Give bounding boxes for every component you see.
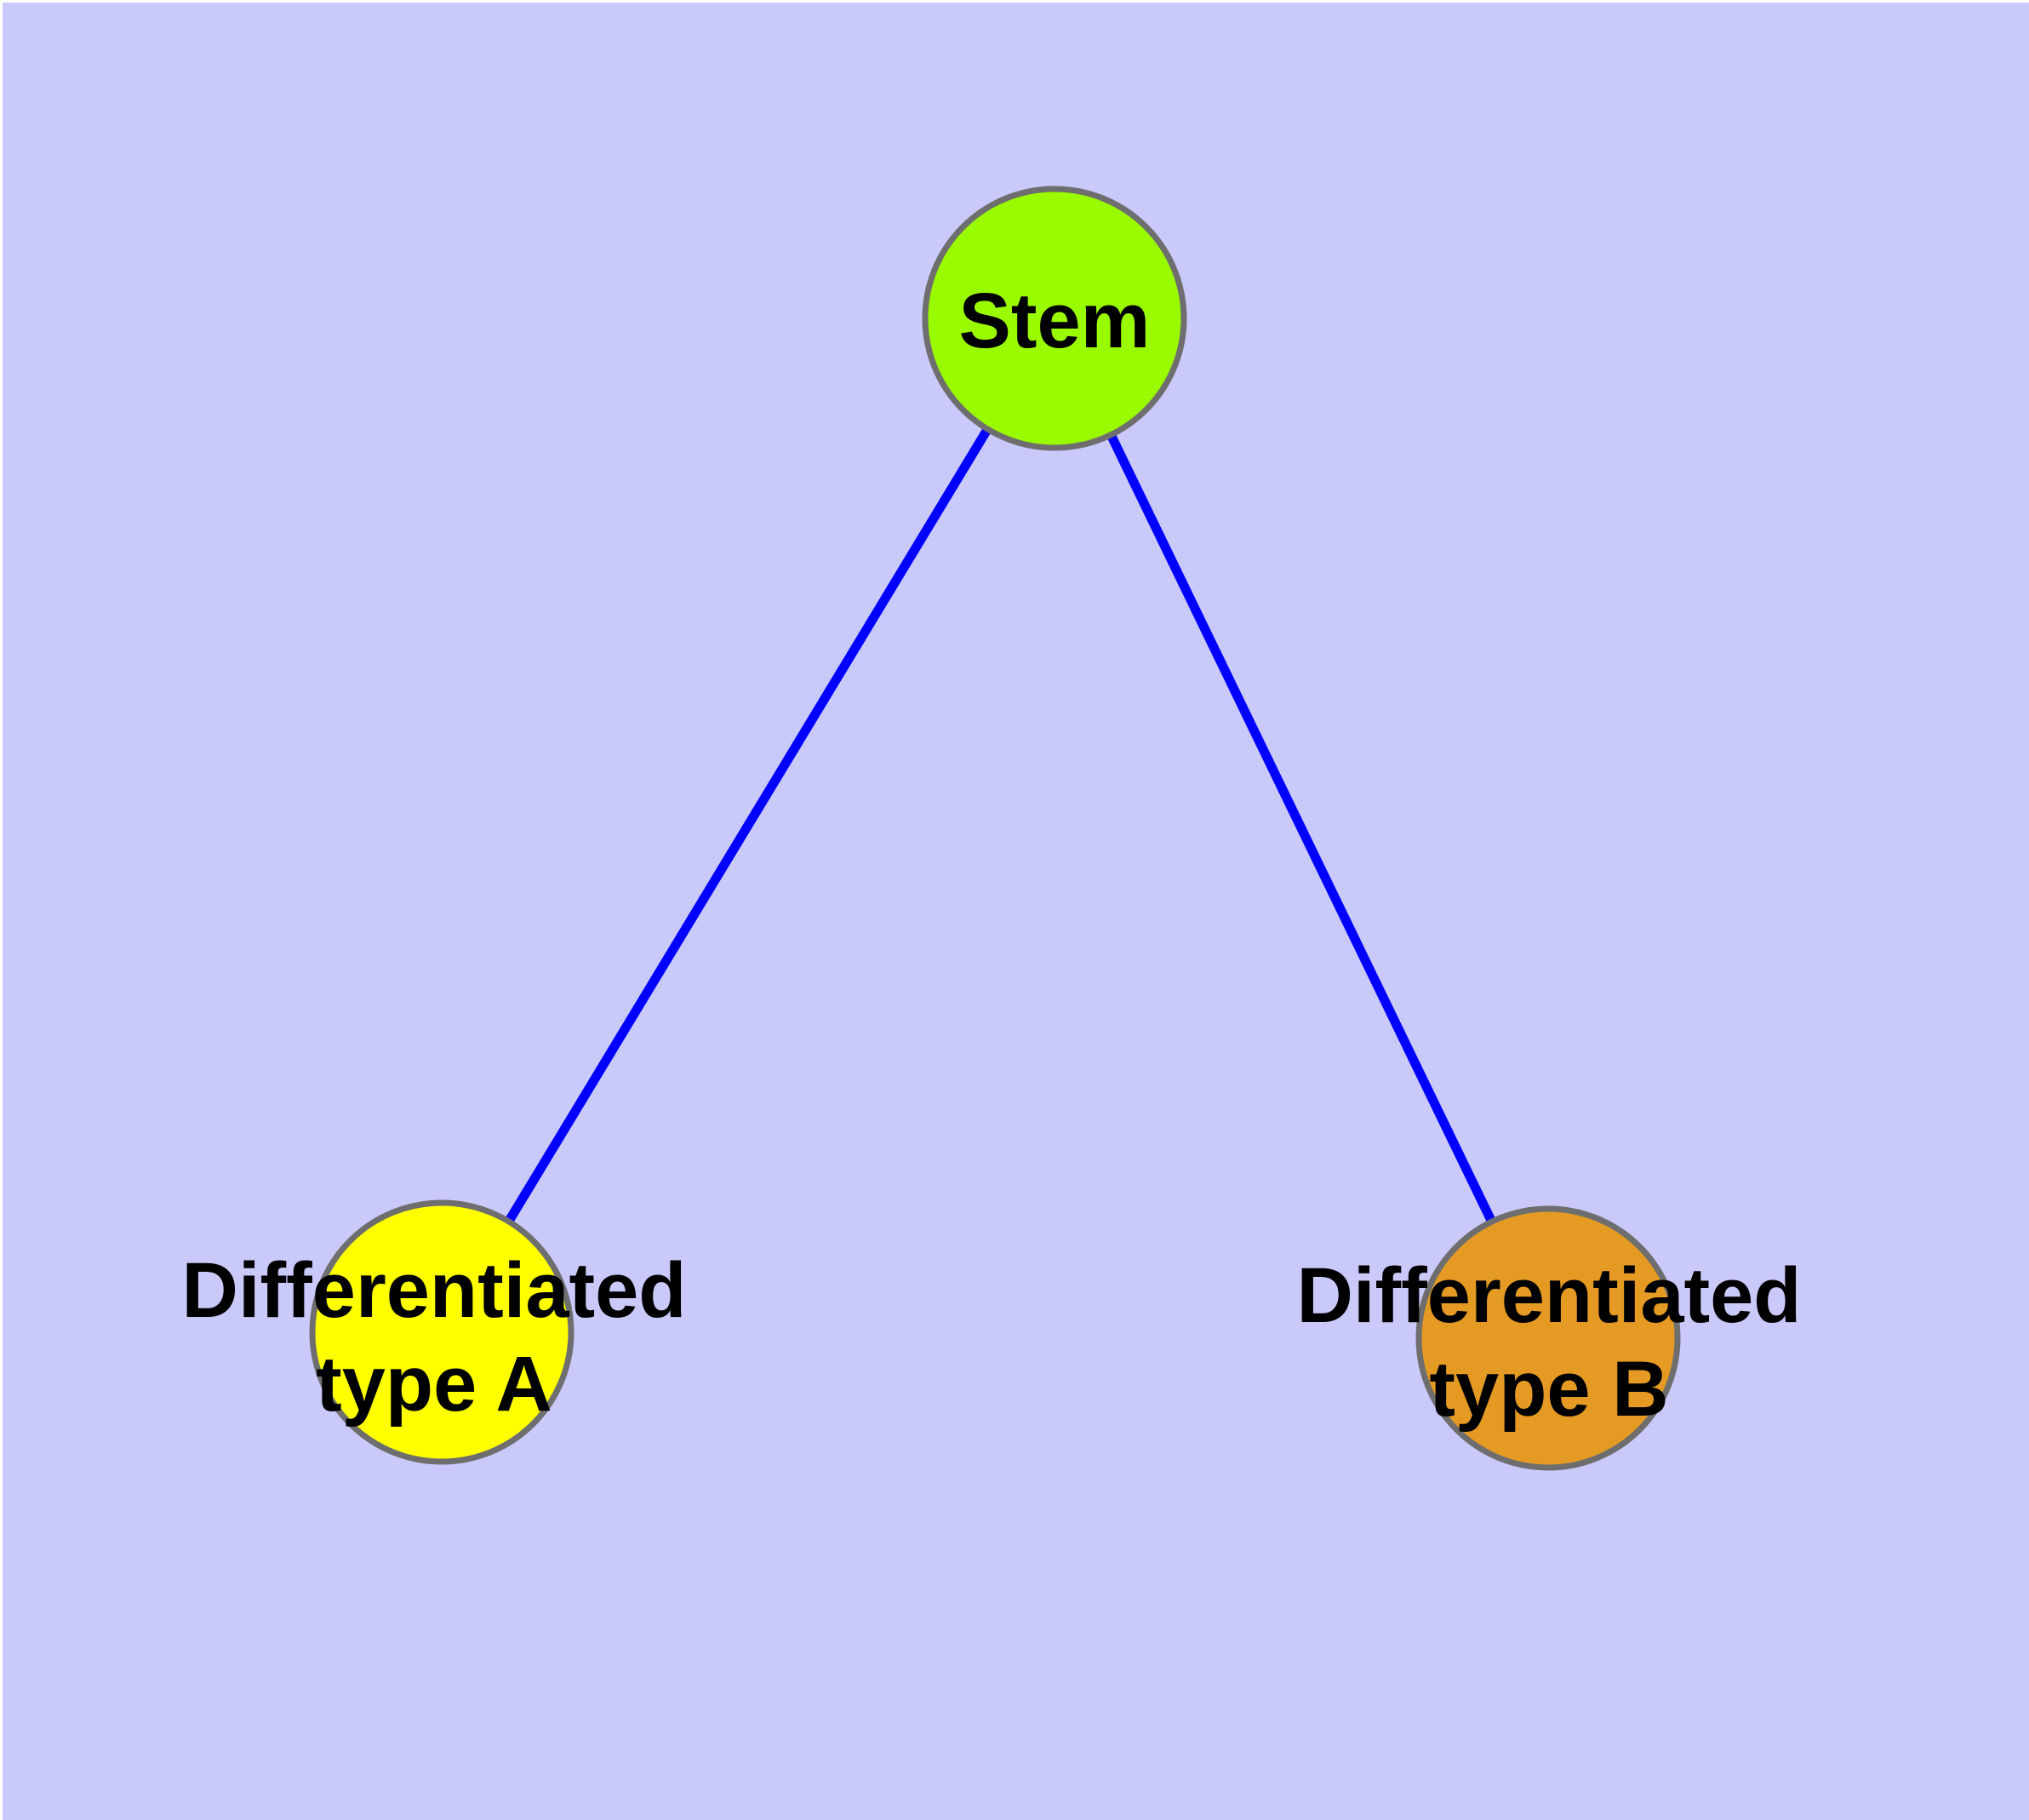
node-type-a-label-line1: Differentiated [182, 1247, 687, 1334]
node-stem-circle [922, 186, 1187, 451]
node-type-a-label-line2: type A [316, 1341, 552, 1428]
edge-stem-to-type-a [437, 316, 1059, 1335]
node-stem-label: Stem [959, 278, 1151, 364]
node-type-a: Differentiated type A [182, 1199, 687, 1465]
node-type-a-circle [309, 1199, 574, 1465]
node-type-b-label-line2: type B [1429, 1346, 1668, 1433]
node-type-b-circle [1415, 1205, 1681, 1471]
edge-stem-to-type-b [1050, 316, 1552, 1341]
node-stem: Stem [922, 186, 1187, 451]
node-type-b-label-line1: Differentiated [1297, 1252, 1802, 1339]
node-type-b: Differentiated type B [1297, 1205, 1802, 1471]
